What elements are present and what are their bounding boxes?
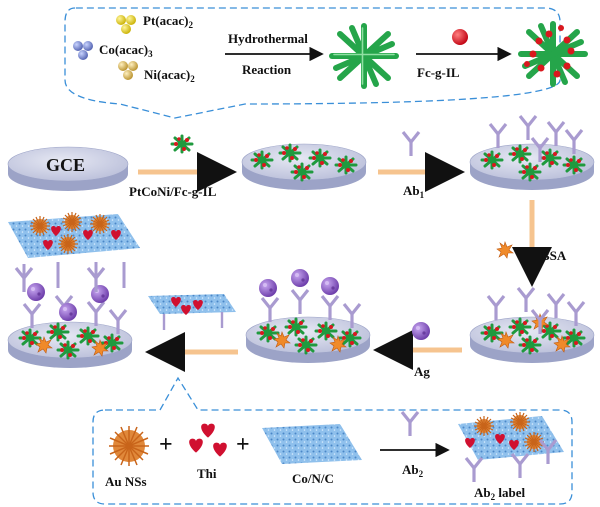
modifier-label: PtCoNi/Fc-g-IL bbox=[129, 184, 217, 199]
reaction-label: Reaction bbox=[242, 62, 292, 77]
fc-g-il-ball bbox=[452, 29, 468, 45]
gce-label: GCE bbox=[46, 155, 85, 175]
ag-molecule bbox=[412, 322, 430, 340]
ab2-label-product-label: Ab2 label bbox=[474, 485, 525, 502]
ni-acac-spheres bbox=[118, 61, 138, 80]
ag-label: Ag bbox=[414, 364, 430, 379]
co-acac-spheres bbox=[73, 41, 93, 60]
sandwich-electrode bbox=[7, 262, 133, 368]
bsa-molecule bbox=[496, 241, 514, 259]
thi-label: Thi bbox=[197, 466, 217, 481]
au-ns-particle bbox=[109, 426, 149, 466]
ab2-label: Ab2 bbox=[402, 462, 424, 479]
co-n-c-label: Co/N/C bbox=[292, 471, 334, 486]
gce-electrode bbox=[7, 146, 129, 191]
pt-acac-label: Pt(acac)2 bbox=[143, 13, 193, 30]
plus-sign-1: + bbox=[159, 432, 173, 458]
au-ns-label: Au NSs bbox=[105, 474, 147, 489]
bsa-label: BSA bbox=[541, 248, 567, 263]
ptconi-fc-nanostar bbox=[518, 21, 588, 87]
modified-electrode bbox=[241, 143, 367, 190]
bsa-electrode bbox=[469, 286, 595, 363]
ab1-electrode bbox=[469, 114, 595, 190]
ag-electrode bbox=[245, 269, 371, 363]
pt-acac-spheres bbox=[116, 15, 136, 34]
ab2-label-small bbox=[148, 294, 236, 330]
ab2-label-product bbox=[458, 411, 564, 484]
hydrothermal-label: Hydrothermal bbox=[228, 31, 308, 46]
plus-sign-2: + bbox=[236, 432, 250, 458]
co-n-c-sheet bbox=[262, 424, 362, 464]
label-callout-border bbox=[92, 376, 573, 505]
ab1-label: Ab1 bbox=[403, 183, 425, 200]
ab1-antibody bbox=[401, 130, 421, 158]
ptconi-nanostar bbox=[329, 23, 399, 89]
ni-acac-label: Ni(acac)2 bbox=[144, 67, 195, 84]
synthesis-callout-border bbox=[64, 7, 561, 119]
fc-g-il-label: Fc-g-IL bbox=[417, 65, 460, 80]
co-acac-label: Co(acac)3 bbox=[99, 42, 153, 59]
thi-hearts bbox=[189, 423, 227, 457]
modifier-nanostar bbox=[170, 134, 194, 154]
sandwich-ab2-sheet bbox=[8, 211, 140, 258]
ab2-antibody bbox=[400, 410, 420, 438]
